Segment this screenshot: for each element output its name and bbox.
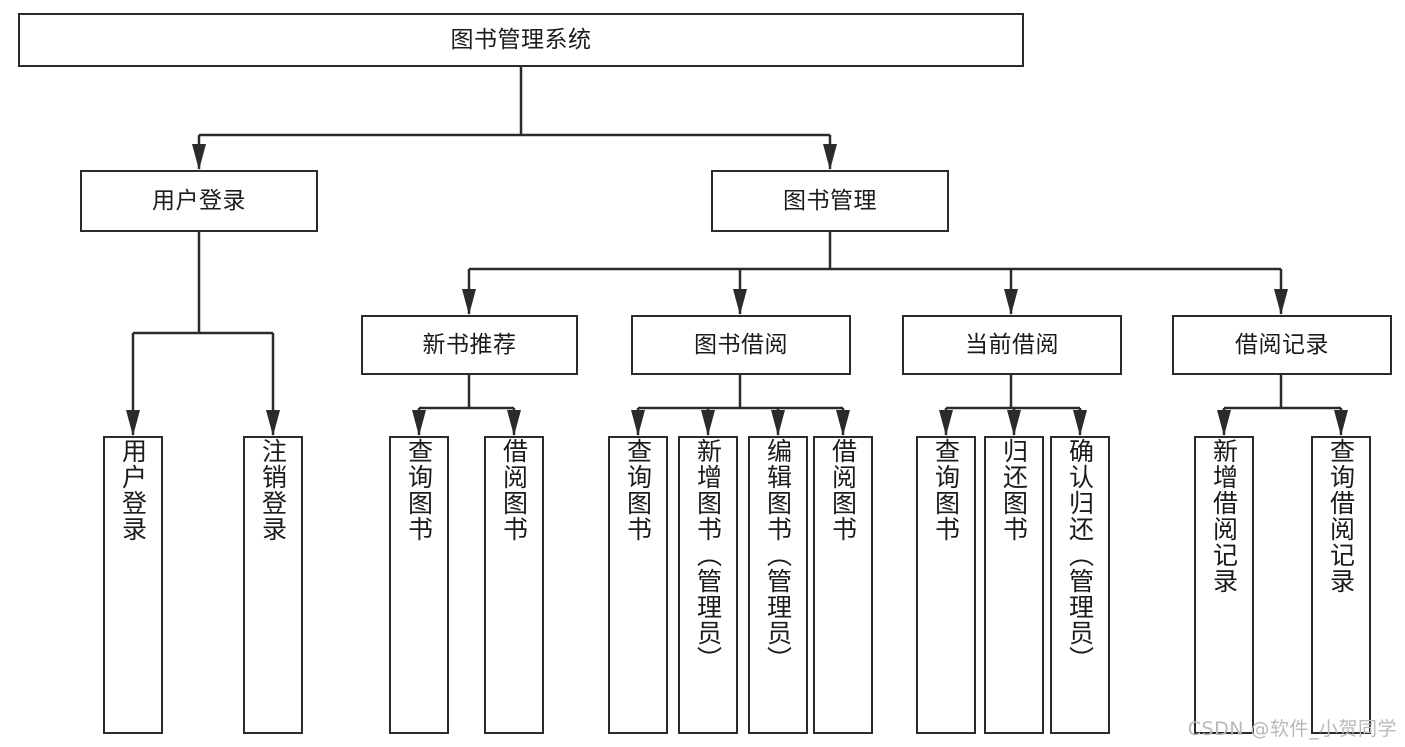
node-label: 图书借阅 [694, 331, 788, 358]
node-n-borrow[interactable]: 借阅图书 [484, 436, 544, 734]
node-label: 新增借阅记录 [1209, 438, 1239, 594]
arrowhead-l-login [126, 410, 140, 436]
arrowhead-b-add [701, 410, 715, 436]
arrowhead-r-add [1217, 410, 1231, 436]
node-b-add[interactable]: 新增图书（管理员） [678, 436, 738, 734]
node-login[interactable]: 用户登录 [80, 170, 318, 232]
node-label: 归还图书 [999, 438, 1029, 542]
node-n-query[interactable]: 查询图书 [389, 436, 449, 734]
arrowhead-n-query [412, 410, 426, 436]
node-c-confirm[interactable]: 确认归还（管理员） [1050, 436, 1110, 734]
node-current[interactable]: 当前借阅 [902, 315, 1122, 375]
node-b-edit[interactable]: 编辑图书（管理员） [748, 436, 808, 734]
node-newbook[interactable]: 新书推荐 [361, 315, 578, 375]
arrowhead-c-query [939, 410, 953, 436]
arrowhead-current [1004, 289, 1018, 315]
node-bookmgmt[interactable]: 图书管理 [711, 170, 949, 232]
node-label: 查询图书 [931, 438, 961, 542]
arrowhead-bookmgmt [823, 144, 837, 170]
node-label: 新增图书（管理员） [693, 438, 723, 672]
node-b-query[interactable]: 查询图书 [608, 436, 668, 734]
node-c-return[interactable]: 归还图书 [984, 436, 1044, 734]
node-label: 查询借阅记录 [1326, 438, 1356, 594]
arrowhead-login [192, 144, 206, 170]
node-borrow[interactable]: 图书借阅 [631, 315, 851, 375]
arrowhead-c-confirm [1073, 410, 1087, 436]
arrowhead-borrow [733, 289, 747, 315]
node-label: 编辑图书（管理员） [763, 438, 793, 672]
node-label: 查询图书 [623, 438, 653, 542]
node-l-login[interactable]: 用户登录 [103, 436, 163, 734]
node-b-lend[interactable]: 借阅图书 [813, 436, 873, 734]
arrowhead-n-borrow [507, 410, 521, 436]
arrowhead-r-query [1334, 410, 1348, 436]
arrowhead-records [1274, 289, 1288, 315]
node-r-add[interactable]: 新增借阅记录 [1194, 436, 1254, 734]
node-label: 新书推荐 [422, 331, 517, 358]
node-root[interactable]: 图书管理系统 [18, 13, 1024, 67]
node-label: 用户登录 [152, 187, 246, 214]
node-label: 图书管理 [783, 187, 877, 214]
arrowhead-b-lend [836, 410, 850, 436]
node-label: 注销登录 [258, 438, 288, 542]
node-l-logout[interactable]: 注销登录 [243, 436, 303, 734]
arrowhead-l-logout [266, 410, 280, 436]
node-label: 借阅图书 [828, 438, 858, 542]
node-label: 借阅图书 [499, 438, 529, 542]
node-label: 图书管理系统 [450, 26, 592, 53]
node-label: 用户登录 [118, 438, 148, 542]
node-label: 借阅记录 [1235, 331, 1329, 358]
arrowhead-b-edit [771, 410, 785, 436]
node-label: 当前借阅 [965, 331, 1059, 358]
arrowhead-c-return [1007, 410, 1021, 436]
node-c-query[interactable]: 查询图书 [916, 436, 976, 734]
node-records[interactable]: 借阅记录 [1172, 315, 1392, 375]
arrowhead-b-query [631, 410, 645, 436]
node-r-query[interactable]: 查询借阅记录 [1311, 436, 1371, 734]
node-label: 查询图书 [404, 438, 434, 542]
node-label: 确认归还（管理员） [1065, 438, 1095, 672]
arrowhead-newbook [462, 289, 476, 315]
